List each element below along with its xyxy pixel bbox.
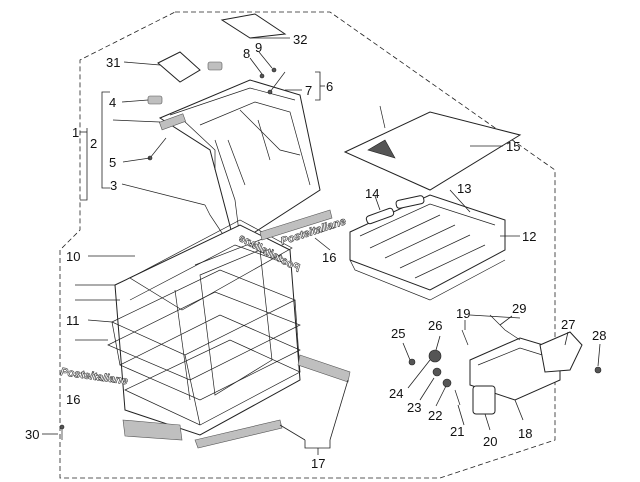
label-1: 1 [72,125,79,140]
label-3: 3 [110,178,117,193]
screw-30 [59,424,65,440]
label-31: 31 [106,55,120,70]
label-2: 2 [90,136,97,151]
label-25: 25 [391,326,405,341]
label-28: 28 [592,328,606,343]
label-26: 26 [428,318,442,333]
label-10: 10 [66,249,80,264]
label-16-lid: 16 [322,250,336,265]
flat-panel [343,105,522,191]
lock-mechanism [408,314,602,415]
decal-32 [220,13,287,39]
label-18: 18 [518,426,532,441]
box-body [107,219,301,436]
label-9: 9 [255,40,262,55]
hinge-springs [147,67,286,161]
label-21: 21 [450,424,464,439]
label-7: 7 [305,83,312,98]
label-12: 12 [522,229,536,244]
label-24: 24 [389,386,403,401]
label-15: 15 [506,139,520,154]
label-29: 29 [512,301,526,316]
label-5: 5 [109,155,116,170]
leader-lines [42,37,601,455]
label-8: 8 [243,46,250,61]
label-11: 11 [66,313,80,328]
label-14: 14 [365,186,379,201]
decal-body: Posteitaliane [60,366,129,387]
label-19: 19 [456,306,470,321]
label-32: 32 [293,32,307,47]
label-17: 17 [311,456,325,471]
label-30: 30 [25,427,39,442]
label-4: 4 [109,95,116,110]
lid-assembly [158,79,321,246]
assembly-boundary [59,11,556,479]
label-6: 6 [326,79,333,94]
base-strips [122,209,351,449]
label-27: 27 [561,317,575,332]
label-23: 23 [407,400,421,415]
label-20: 20 [483,434,497,449]
label-13: 13 [457,181,471,196]
callout-labels: 1 2 3 4 5 6 7 8 9 10 11 12 13 14 15 16 1… [25,32,606,471]
label-22: 22 [428,408,442,423]
label-16-body: 16 [66,392,80,407]
tray-assembly [349,194,506,301]
buttons-4 [147,61,223,105]
decal-31 [157,51,201,83]
